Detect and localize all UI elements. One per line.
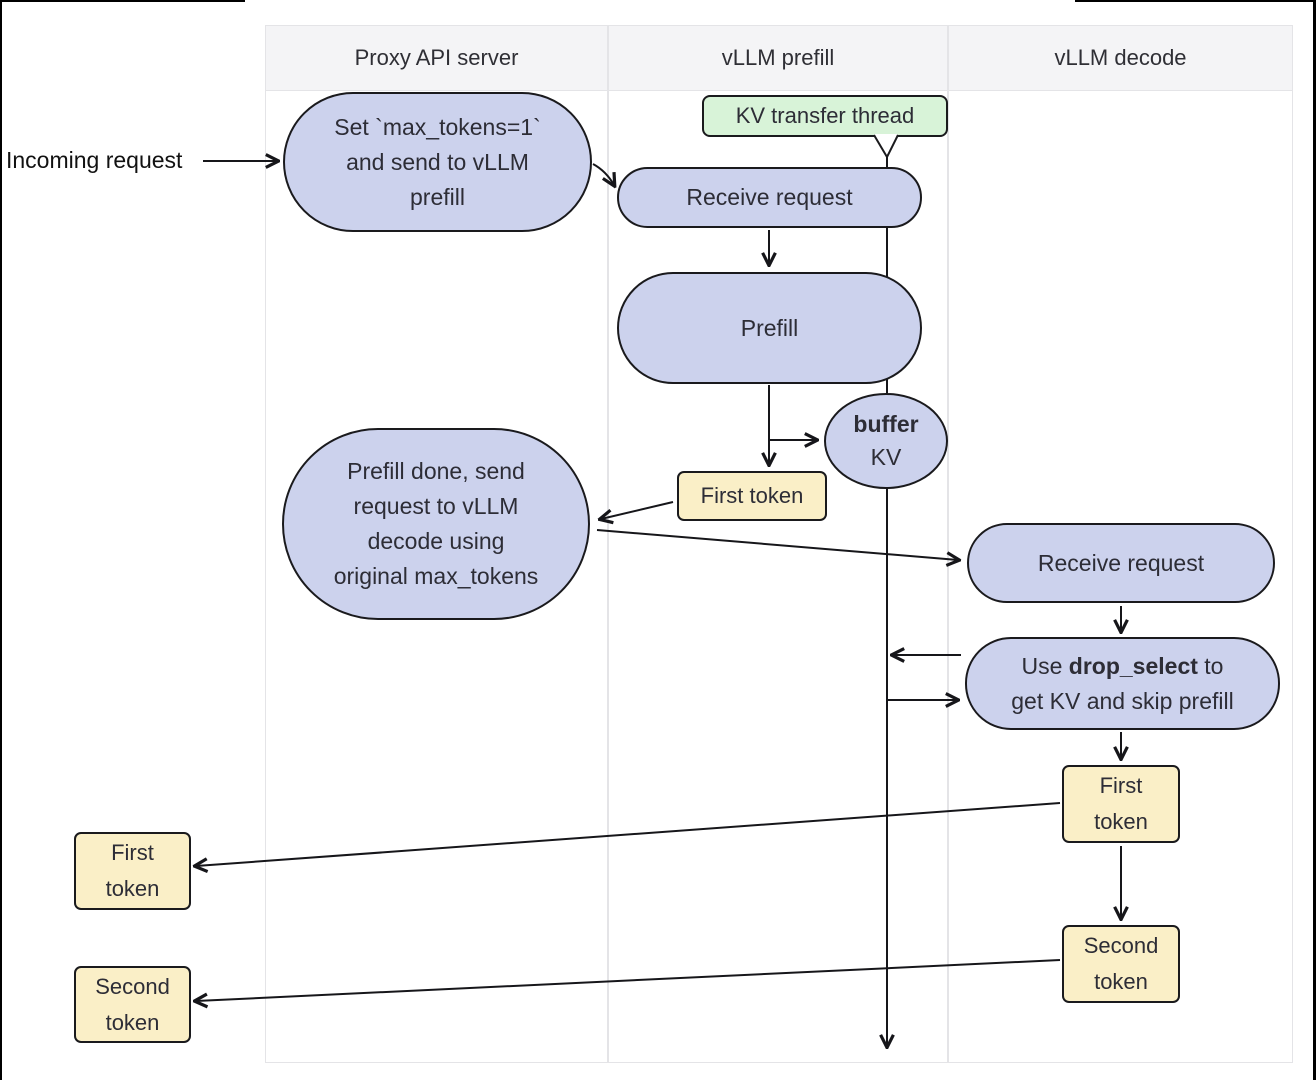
node-line: original max_tokens [333,563,539,589]
node-label: Prefill [740,314,799,341]
node-line: Set `max_tokens=1` [334,113,541,140]
node-line: prefill [410,183,465,210]
node-receive-request-prefill: Receive request [617,167,922,228]
node-receive-request-decode: Receive request [967,523,1275,603]
node-line: KV [870,444,902,470]
node-label: KV transfer thread [735,103,915,128]
node-kv-transfer-thread: KV transfer thread [702,95,948,137]
kv-thread-tail [873,134,899,158]
lane-title: vLLM prefill [721,45,835,70]
node-line: Second [1083,933,1159,958]
edge-prefilldone-to-receivedecode [596,529,958,560]
node-line: and send to vLLM [346,148,529,175]
lane-title: vLLM decode [1054,45,1187,70]
drop-select-prefix: Use [1021,652,1069,679]
frame-top-right [1075,0,1316,2]
node-line: First [111,840,154,865]
edge-setmax-to-receive [592,163,614,185]
node-first-token-decode: First token [1062,765,1180,843]
frame-right [1313,0,1316,1080]
frame-top-left [0,0,245,2]
node-line-bold: buffer [853,411,919,437]
node-label: Receive request [1037,549,1205,576]
node-line: First [1099,773,1143,798]
drop-select-bold: drop_select [1068,652,1198,679]
node-prefill-done: Prefill done, send request to vLLM decod… [282,428,590,620]
node-label: Receive request [686,184,853,210]
node-line: request to vLLM [353,493,519,519]
lane-header-proxy: Proxy API server [266,26,607,91]
lane-header-prefill: vLLM prefill [609,26,947,91]
node-line: decode using [367,528,505,554]
node-first-token-prefill: First token [677,471,827,521]
drop-select-suffix: to [1197,652,1224,679]
node-line: token [1094,809,1148,834]
node-line: Prefill done, send [347,458,525,484]
node-drop-select: Use drop_select to get KV and skip prefi… [965,637,1280,730]
node-line: Use drop_select to [1022,649,1224,684]
node-label: First token [700,483,804,508]
node-second-token-decode: Second token [1062,925,1180,1003]
edge-firsttoken-decode-to-left [196,802,1061,866]
node-line: Second [95,973,170,999]
lane-header-decode: vLLM decode [949,26,1292,91]
lane-title: Proxy API server [354,45,519,70]
incoming-request-label: Incoming request [6,147,183,173]
node-second-token-left: Second token [74,966,191,1043]
node-set-max-tokens: Set `max_tokens=1` and send to vLLM pref… [283,92,592,232]
edge-firsttoken-to-prefilldone [601,501,674,519]
edge-secondtoken-decode-to-left [196,959,1061,1001]
node-line: token [105,876,160,901]
node-line: token [105,1009,160,1035]
node-prefill: Prefill [617,272,922,384]
frame-left [0,0,2,1080]
node-buffer-kv: buffer KV [824,393,948,489]
node-line: get KV and skip prefill [1011,687,1234,714]
node-first-token-left: First token [74,832,191,910]
node-line: token [1094,969,1148,994]
